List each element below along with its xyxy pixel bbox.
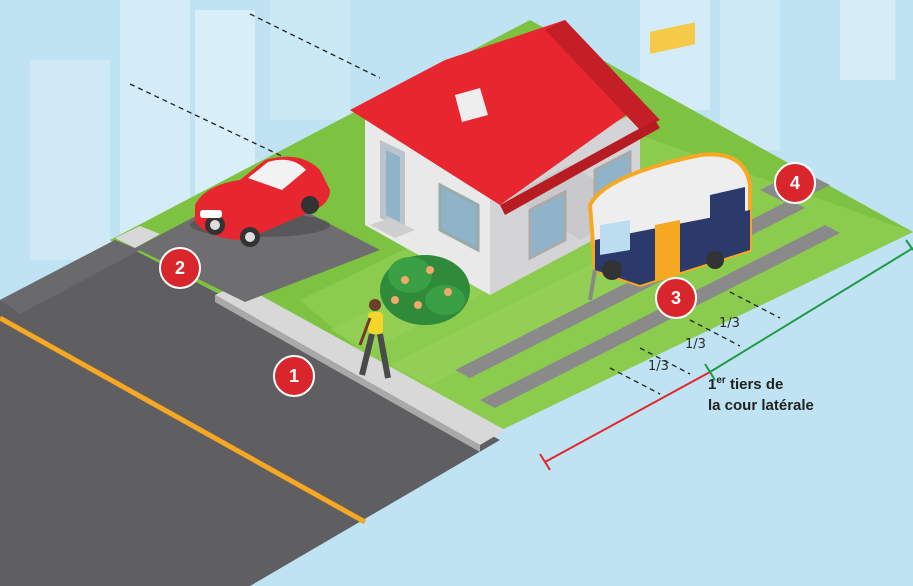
- marker-4: 4: [775, 163, 815, 203]
- caption-rest: tiers de: [726, 376, 784, 393]
- third-label-front: 1/3: [648, 359, 669, 374]
- third-label-rear: 1/3: [719, 316, 740, 331]
- caption-superscript: er: [716, 375, 726, 386]
- marker-1: 1: [274, 356, 314, 396]
- marker-2: 2: [160, 248, 200, 288]
- flowering-shrub: [380, 255, 470, 325]
- svg-text:3: 3: [671, 288, 681, 308]
- svg-text:2: 2: [175, 258, 185, 278]
- svg-text:1: 1: [289, 366, 299, 386]
- svg-text:4: 4: [790, 173, 800, 193]
- marker-3: 3: [656, 278, 696, 318]
- caption-number: 1: [708, 376, 716, 393]
- third-label-middle: 1/3: [685, 337, 706, 352]
- first-third-caption-line2: la cour latérale: [708, 397, 814, 414]
